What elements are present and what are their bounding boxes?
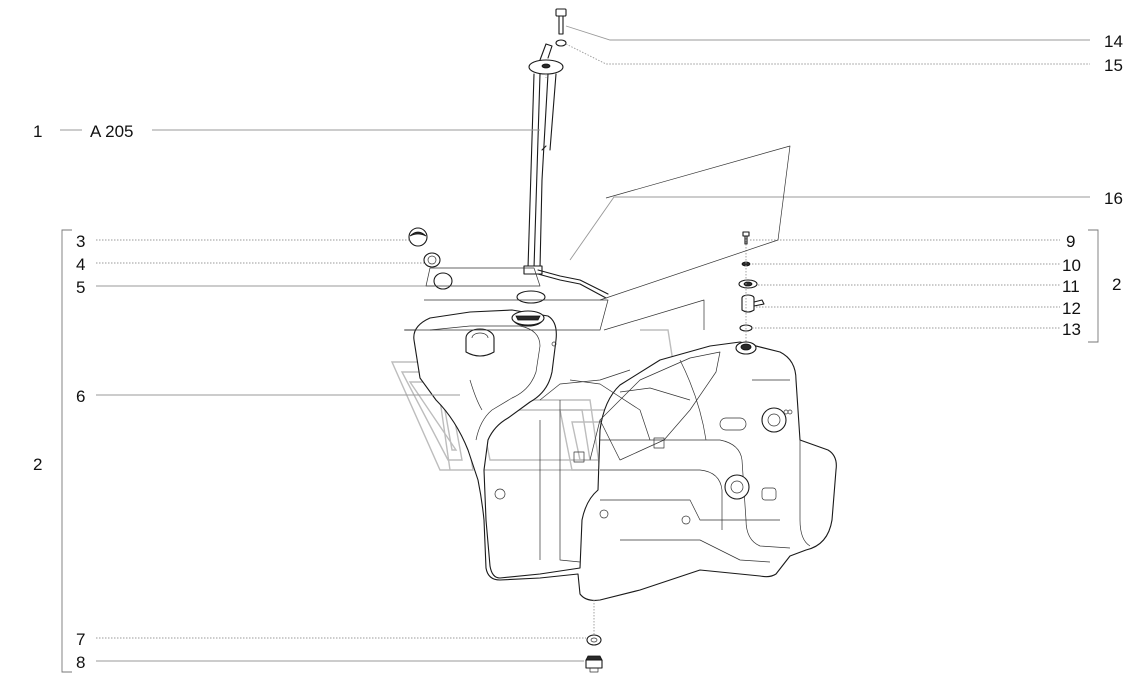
callout-9: 9 bbox=[1066, 232, 1075, 251]
fuel-tank bbox=[413, 309, 837, 601]
leader-lines bbox=[60, 25, 1090, 662]
right-group-bracket bbox=[1088, 229, 1099, 343]
callout-11: 11 bbox=[1062, 277, 1080, 296]
sender-flange-ring bbox=[511, 310, 545, 326]
bolt-14 bbox=[555, 8, 567, 35]
callout-4: 4 bbox=[76, 255, 85, 274]
drain-plug-8 bbox=[585, 655, 603, 673]
callout-16: 16 bbox=[1104, 189, 1123, 208]
left-group-bracket bbox=[61, 229, 72, 673]
filler-cap-3 bbox=[408, 227, 428, 247]
callout-13: 13 bbox=[1062, 320, 1081, 339]
fuel-level-sender bbox=[523, 43, 609, 299]
vent-valve-12 bbox=[741, 294, 765, 313]
drain-washer-7 bbox=[586, 634, 602, 646]
callout-5: 5 bbox=[76, 278, 85, 297]
callout-3: 3 bbox=[76, 232, 85, 251]
callout-15: 15 bbox=[1104, 56, 1123, 75]
callout-10: 10 bbox=[1062, 256, 1081, 275]
callout-7: 7 bbox=[76, 630, 85, 649]
washer-15 bbox=[555, 39, 567, 47]
callout-14: 14 bbox=[1104, 32, 1123, 51]
sender-gasket bbox=[516, 290, 546, 304]
fitting-11 bbox=[738, 279, 758, 289]
callout-12: 12 bbox=[1062, 299, 1081, 318]
callout-2-right: 2 bbox=[1112, 275, 1121, 294]
callout-8: 8 bbox=[76, 653, 85, 672]
adapter-ring-4 bbox=[423, 252, 441, 268]
seal-5 bbox=[433, 272, 453, 290]
callout-2-left: 2 bbox=[33, 455, 42, 474]
callout-1: 1 bbox=[33, 122, 42, 141]
callout-1-reference: A 205 bbox=[90, 122, 134, 141]
callout-6: 6 bbox=[76, 387, 85, 406]
